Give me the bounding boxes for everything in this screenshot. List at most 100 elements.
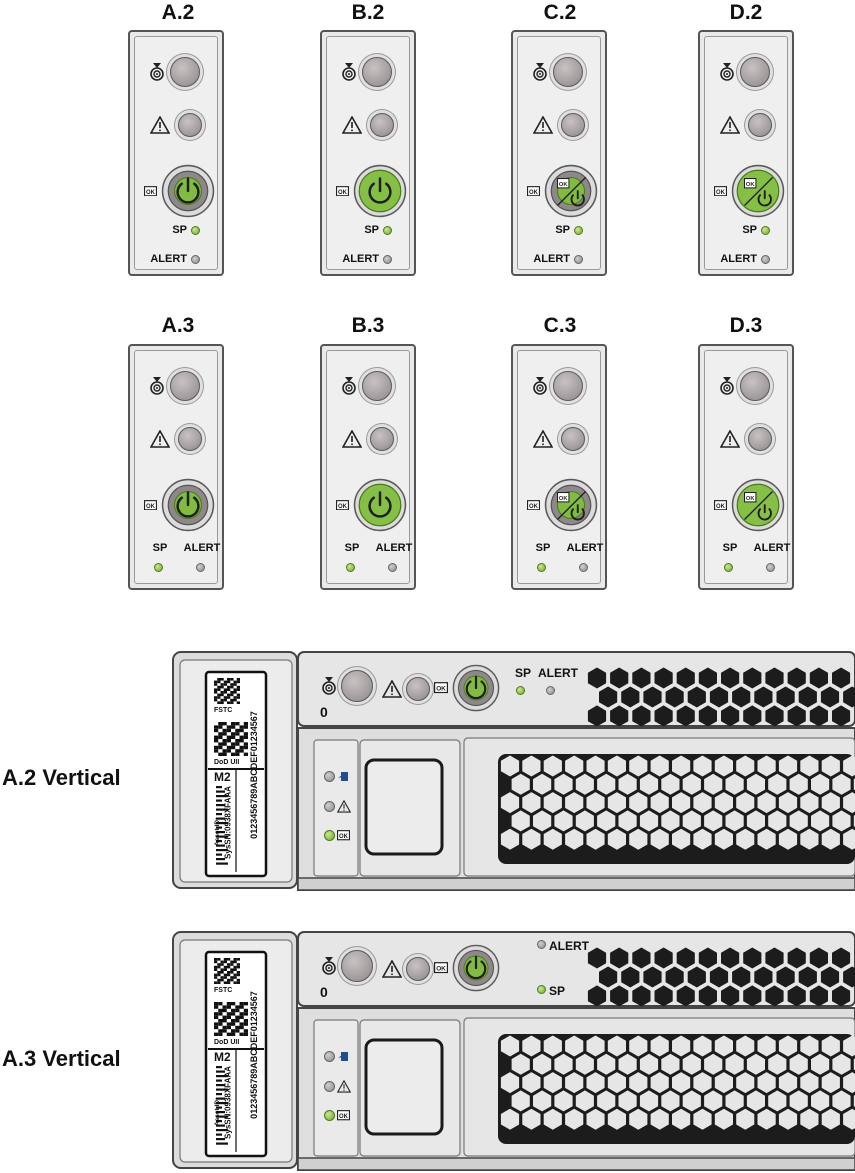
alert-led (537, 940, 546, 949)
sp-label: SP (152, 542, 168, 554)
alert-led (574, 254, 583, 264)
alert-label: ALERT (342, 253, 379, 265)
svg-text:OK: OK (716, 504, 726, 510)
push-button[interactable] (406, 677, 430, 701)
warning-icon (342, 116, 362, 134)
panel-title-c2: C.2 (543, 1, 577, 24)
sp-indicator: SP (364, 224, 392, 236)
warning-icon (337, 800, 351, 813)
power-button[interactable]: OK (731, 164, 785, 218)
remove-icon (338, 1052, 348, 1061)
ok-icon: OK (144, 185, 157, 197)
svg-text:OK: OK (716, 190, 726, 196)
tag-fstc: FSTC (214, 707, 233, 714)
push-button[interactable] (178, 427, 202, 451)
push-button[interactable] (362, 57, 392, 87)
drive-led-remove (324, 1050, 349, 1062)
push-button[interactable] (748, 113, 772, 137)
tag-asset-id: 0123456789ABCDEF01234567 (249, 991, 259, 1119)
tag-divider (208, 768, 264, 770)
sp-label: SP (535, 542, 551, 554)
locator-icon (342, 63, 356, 81)
alert-label: ALERT (375, 542, 413, 554)
ok-icon: OK (144, 499, 157, 511)
tag-asset-label: Asset ID: (214, 817, 221, 846)
svg-text:OK: OK (146, 504, 156, 510)
push-button[interactable] (170, 371, 200, 401)
power-button[interactable] (161, 478, 215, 532)
alert-label: ALERT (566, 542, 604, 554)
front-panel-c3: OK OK SP ALERT (511, 344, 607, 590)
push-button[interactable] (170, 57, 200, 87)
push-button[interactable] (341, 670, 373, 702)
ok-icon: OK (336, 499, 349, 511)
ok-icon: OK (527, 499, 540, 511)
alert-label: ALERT (753, 542, 791, 554)
alert-led (388, 563, 397, 573)
push-button[interactable] (740, 371, 770, 401)
locator-icon (150, 63, 164, 81)
alert-indicator: ALERT (533, 253, 583, 265)
push-button[interactable] (406, 957, 430, 981)
ok-icon: OK (714, 499, 727, 511)
front-panel-a3: OK SP ALERT (128, 344, 224, 590)
push-button[interactable] (370, 113, 394, 137)
svg-text:OK: OK (559, 182, 568, 188)
warning-icon (150, 430, 170, 448)
svg-text:OK: OK (146, 190, 156, 196)
power-button[interactable]: OK (544, 164, 598, 218)
power-button[interactable] (353, 164, 407, 218)
drive-led-ok: OK (324, 1110, 350, 1121)
tag-asset-id: 0123456789ABCDEF01234567 (249, 711, 259, 839)
tag-asset-label: Asset ID: (214, 1097, 221, 1126)
warning-icon (533, 430, 553, 448)
alert-led (191, 254, 200, 264)
power-button[interactable] (353, 478, 407, 532)
svg-text:OK: OK (746, 182, 755, 188)
tag-dod: DoD UII (214, 759, 240, 766)
power-button[interactable]: OK (544, 478, 598, 532)
panel-title-d2: D.2 (729, 1, 763, 24)
power-button[interactable] (452, 944, 500, 992)
panel-title-b2: B.2 (351, 1, 385, 24)
locator-icon (150, 377, 164, 395)
svg-text:OK: OK (529, 190, 539, 196)
alert-label: ALERT (720, 253, 757, 265)
push-button[interactable] (341, 950, 373, 982)
power-button[interactable]: OK (731, 478, 785, 532)
power-button[interactable] (161, 164, 215, 218)
panel-title-b3: B.3 (351, 314, 385, 337)
locator-icon (720, 377, 734, 395)
remove-icon (338, 772, 348, 781)
push-button[interactable] (178, 113, 202, 137)
push-button[interactable] (561, 427, 585, 451)
power-button[interactable] (452, 664, 500, 712)
alert-label: ALERT (183, 542, 221, 554)
sp-led (724, 563, 733, 573)
warning-icon (150, 116, 170, 134)
sp-label: SP (742, 224, 757, 236)
push-button[interactable] (553, 371, 583, 401)
alert-led (761, 254, 770, 264)
locator-icon (720, 63, 734, 81)
svg-text:OK: OK (529, 504, 539, 510)
push-button[interactable] (553, 57, 583, 87)
alert-led (196, 563, 205, 573)
panel-title-c3: C.3 (543, 314, 577, 337)
push-button[interactable] (561, 113, 585, 137)
warning-icon (382, 960, 402, 978)
alert-label: ALERT (150, 253, 187, 265)
alert-label: ALERT (533, 253, 570, 265)
push-button[interactable] (370, 427, 394, 451)
sp-label: SP (549, 984, 566, 998)
push-button[interactable] (748, 427, 772, 451)
push-button[interactable] (740, 57, 770, 87)
ok-icon: OK (337, 830, 350, 841)
push-button[interactable] (362, 371, 392, 401)
sp-led (574, 225, 583, 235)
tag-sysid: SysSN:0938XFAAA (223, 1066, 233, 1139)
